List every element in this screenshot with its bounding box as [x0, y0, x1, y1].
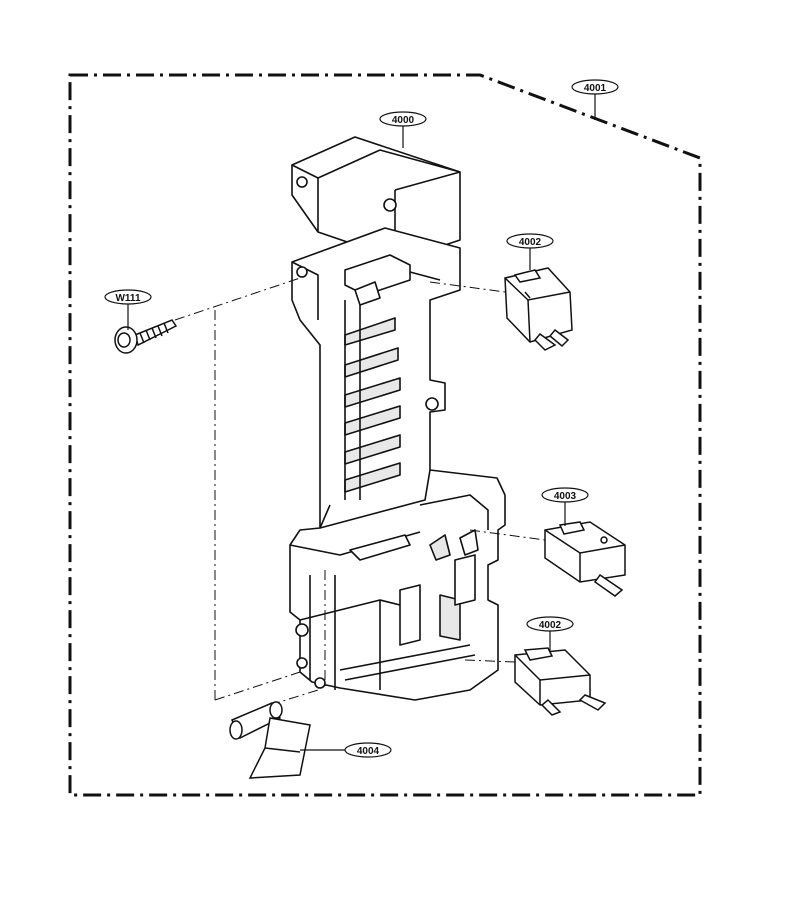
part-label-4001: 4001 — [571, 79, 619, 95]
part-label-4004: 4004 — [344, 742, 392, 758]
assembly-guide-lines — [174, 277, 546, 706]
part-label-4002-bottom: 4002 — [526, 616, 574, 632]
svg-text:4002: 4002 — [539, 620, 562, 631]
part-label-w111: W111 — [104, 289, 152, 305]
svg-text:4002: 4002 — [519, 237, 542, 248]
assembly-boundary — [68, 73, 702, 797]
switch-4002-top — [504, 267, 573, 351]
svg-text:4000: 4000 — [392, 115, 415, 126]
svg-text:4003: 4003 — [554, 491, 577, 502]
part-label-4002-top: 4002 — [506, 233, 554, 249]
frame-part-4000 — [289, 136, 506, 701]
svg-text:W111: W111 — [115, 293, 140, 304]
screw-w111 — [114, 319, 178, 354]
leader-lines — [127, 93, 596, 751]
svg-text:4001: 4001 — [584, 83, 607, 94]
lever-4004 — [229, 701, 311, 779]
part-label-4003: 4003 — [541, 487, 589, 503]
switch-4003-middle — [544, 521, 626, 597]
switch-4002-bottom — [514, 647, 607, 716]
part-label-4000: 4000 — [379, 111, 427, 127]
svg-text:4004: 4004 — [357, 746, 380, 757]
